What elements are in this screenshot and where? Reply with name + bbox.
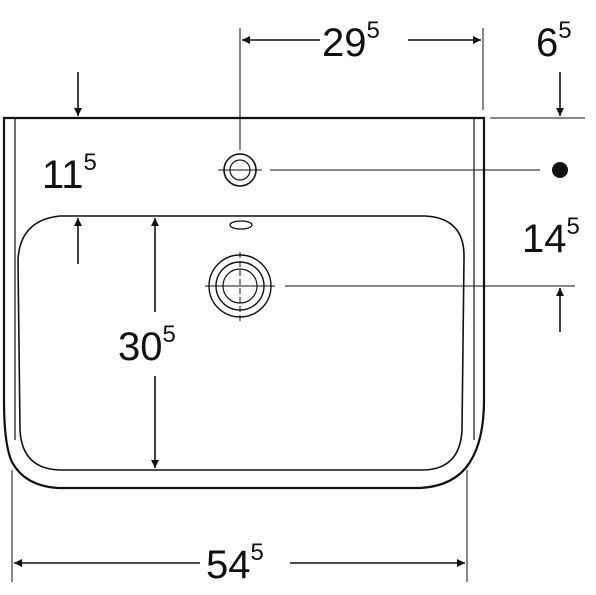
dimension-label-rim-to-edge: 65: [536, 17, 572, 65]
drain: [205, 252, 575, 322]
dimension-label-drain-offset: 145: [522, 213, 580, 261]
overflow-slot: [229, 220, 253, 230]
dimension-label-tap-offset: 295: [322, 17, 380, 65]
basin-outline-inner-sides: [14, 118, 475, 440]
bowl-outline: [17, 215, 465, 471]
tap-hole: [218, 153, 540, 187]
dimension-label-overall-width: 545: [206, 539, 264, 587]
basin-outline: [2, 116, 486, 490]
dimension-label-bowl-depth: 305: [118, 321, 176, 369]
tap-hole-reference-dot: [552, 162, 568, 178]
dimension-label-tap-depth: 115: [42, 149, 97, 197]
